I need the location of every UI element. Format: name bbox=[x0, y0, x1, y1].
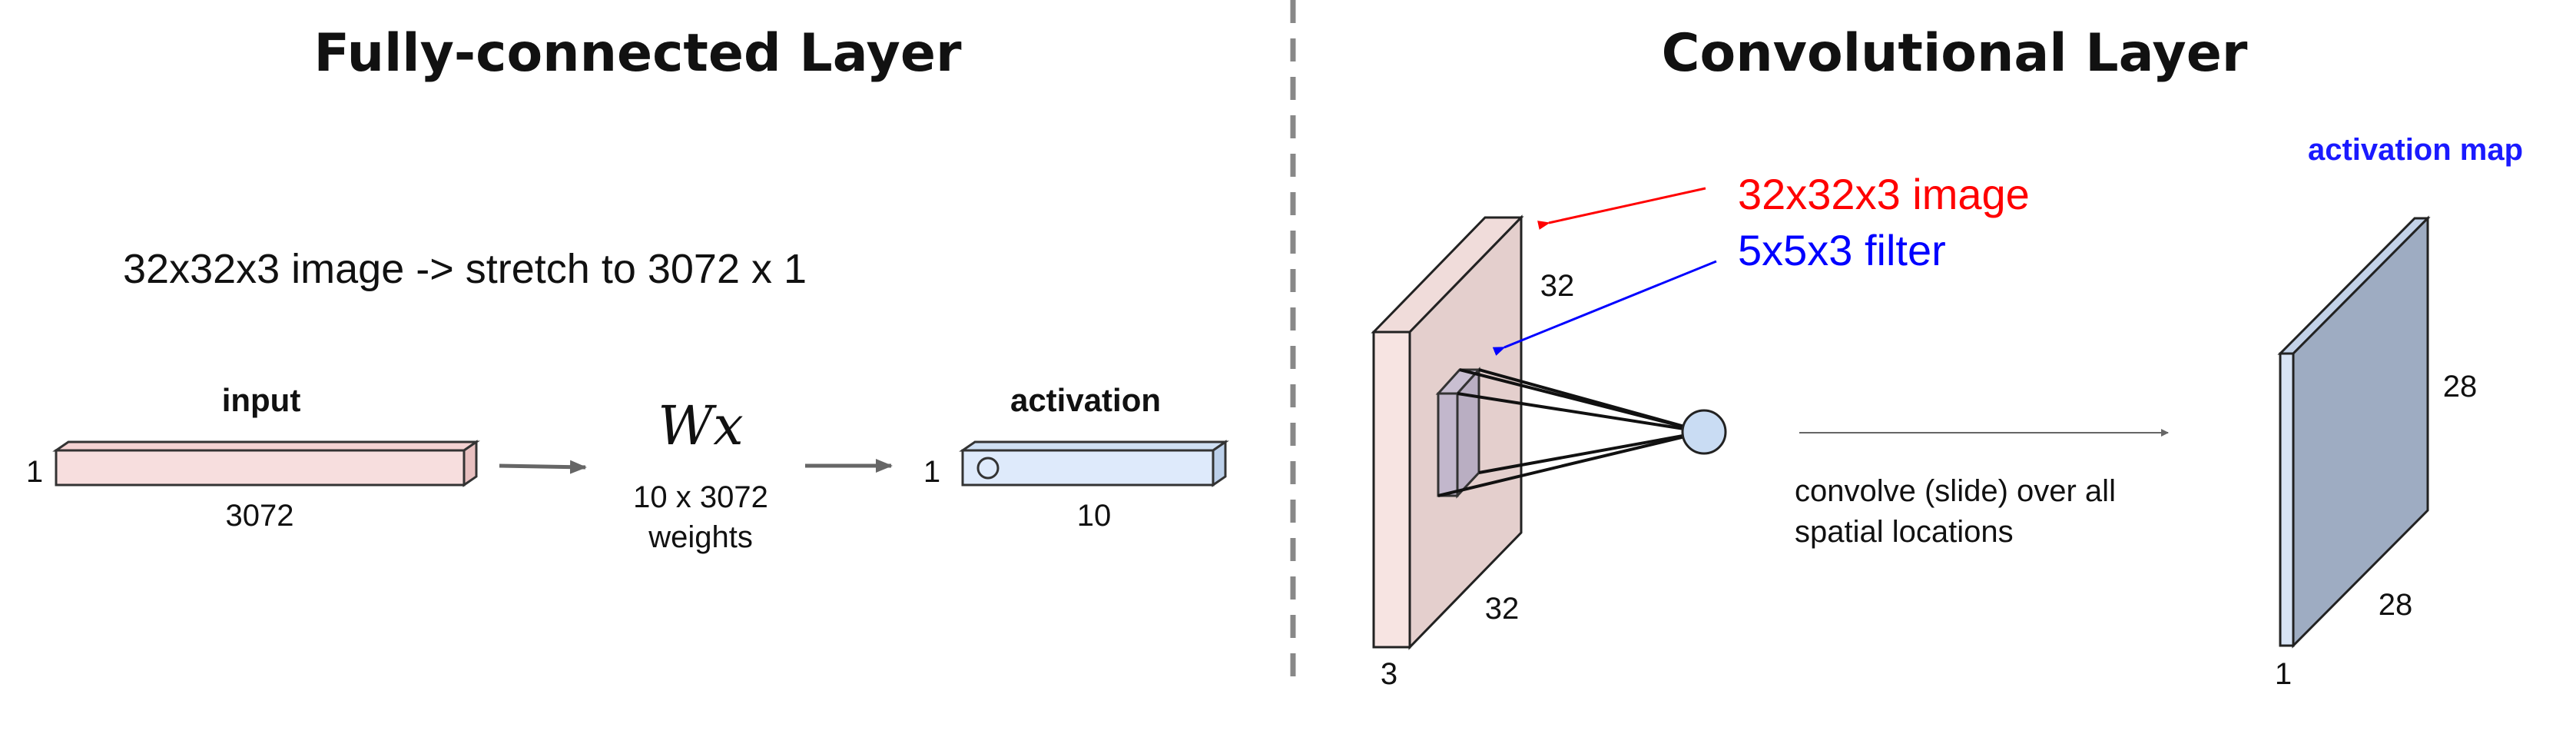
arrow-input-to-weights bbox=[499, 460, 587, 474]
image-height-label: 32 bbox=[1540, 269, 1575, 303]
convolve-line1: convolve (slide) over all bbox=[1795, 474, 2116, 508]
map-depth-label: 1 bbox=[2275, 657, 2292, 691]
image-width-label: 32 bbox=[1485, 592, 1520, 626]
activation-length-label: 10 bbox=[1077, 499, 1112, 533]
output-neuron bbox=[1681, 409, 1727, 455]
convolutional-panel: Convolutional Layer 32 32 3 32x32x3 i bbox=[1371, 23, 2523, 691]
activation-label: activation bbox=[1010, 382, 1161, 418]
filter-callout-arrow bbox=[1492, 260, 1717, 356]
image-depth-label: 3 bbox=[1381, 657, 1397, 691]
activation-map bbox=[2277, 215, 2431, 649]
input-label: input bbox=[222, 382, 301, 418]
activation-map-label: activation map bbox=[2308, 133, 2523, 167]
activation-height-label: 1 bbox=[923, 455, 940, 489]
activation-neuron bbox=[976, 457, 1000, 480]
input-bar bbox=[52, 440, 480, 487]
map-height-label: 28 bbox=[2443, 370, 2478, 404]
weights-symbol: Wx bbox=[658, 394, 743, 457]
map-width-label: 28 bbox=[2379, 588, 2413, 622]
fc-title: Fully-connected Layer bbox=[314, 23, 962, 84]
fully-connected-panel: Fully-connected Layer 32x32x3 image -> s… bbox=[26, 23, 1229, 554]
input-length-label: 3072 bbox=[226, 499, 294, 533]
filter-connections bbox=[1437, 368, 1705, 497]
activation-bar bbox=[959, 440, 1229, 487]
weights-word: weights bbox=[648, 520, 753, 554]
weights-dims: 10 x 3072 bbox=[633, 480, 768, 514]
image-callout-arrow bbox=[1537, 187, 1706, 230]
image-callout: 32x32x3 image bbox=[1738, 170, 2030, 218]
fc-description: 32x32x3 image -> stretch to 3072 x 1 bbox=[123, 246, 807, 292]
input-height-label: 1 bbox=[26, 455, 43, 489]
filter-volume bbox=[1435, 367, 1482, 499]
conv-title: Convolutional Layer bbox=[1662, 23, 2248, 84]
convolve-line2: spatial locations bbox=[1795, 515, 2014, 549]
filter-callout: 5x5x3 filter bbox=[1738, 226, 1946, 274]
